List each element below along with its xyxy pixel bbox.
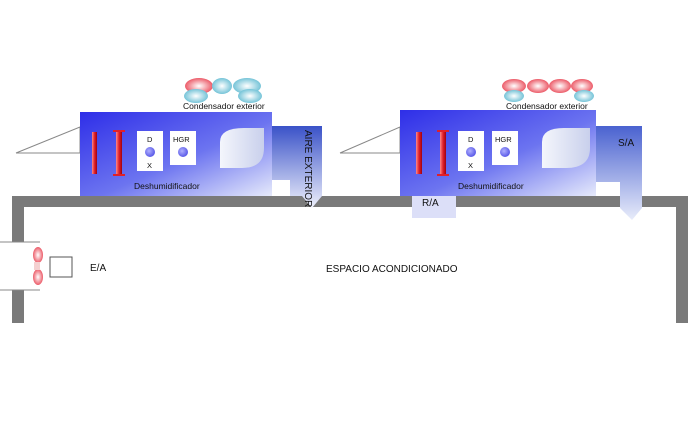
blower-icon	[220, 128, 264, 168]
sensor-dot-icon	[500, 147, 510, 157]
left-wall-lower	[12, 290, 24, 323]
building-walls	[0, 196, 688, 323]
sensor-x-label: X	[468, 161, 473, 170]
left-dehumidifier-unit: Condensador exterior D X HGR Deshumidifi…	[15, 78, 322, 208]
outside-air-label: AIRE EXTERIOR	[302, 130, 313, 207]
exhaust-fan-blade-icon	[33, 247, 43, 263]
right-condenser-label: Condensador exterior	[506, 101, 588, 111]
supply-air-label: S/A	[618, 138, 634, 149]
sensor-d-label: D	[147, 135, 153, 144]
condenser-fan-icon	[571, 79, 593, 93]
left-intake-hood	[15, 126, 81, 154]
sensor-x-label: X	[147, 161, 152, 170]
left-wall-upper	[12, 196, 24, 242]
right-intake-hood	[339, 126, 401, 154]
right-dehumidifier-unit: Condensador exterior R/A D X HGR Deshumi…	[339, 79, 642, 220]
exhaust-motor-box	[49, 256, 73, 278]
return-air-label: R/A	[422, 198, 439, 209]
sensor-dot-icon	[145, 147, 155, 157]
sensor-dot-icon	[178, 147, 188, 157]
sensor-hgr-label: HGR	[173, 135, 190, 144]
sensor-dot-icon	[466, 147, 476, 157]
coil-icon	[440, 132, 446, 174]
blower-icon	[542, 128, 590, 168]
sensor-hgr-label: HGR	[495, 135, 512, 144]
roof-slab	[12, 196, 688, 207]
condenser-fan-icon	[212, 78, 232, 94]
coil-icon	[92, 132, 97, 174]
exhaust-fan: E/A	[33, 247, 106, 285]
condenser-fan-icon	[549, 79, 571, 93]
right-condenser-fans	[502, 79, 594, 102]
left-condenser-label: Condensador exterior	[183, 101, 265, 111]
supply-air-duct	[596, 126, 642, 220]
coil-icon	[416, 132, 422, 174]
left-condenser-fans	[184, 78, 262, 103]
condenser-fan-icon	[502, 79, 526, 93]
space-label: ESPACIO ACONDICIONADO	[326, 264, 458, 275]
coil-icon	[116, 132, 122, 174]
condenser-fan-icon	[527, 79, 549, 93]
right-dehumidifier-label: Deshumidificador	[458, 181, 524, 191]
left-dehumidifier-label: Deshumidificador	[134, 181, 200, 191]
sensor-d-label: D	[468, 135, 474, 144]
right-wall	[676, 196, 688, 323]
exhaust-label: E/A	[90, 263, 106, 274]
exhaust-fan-blade-icon	[33, 269, 43, 285]
outside-air-duct	[272, 126, 322, 208]
